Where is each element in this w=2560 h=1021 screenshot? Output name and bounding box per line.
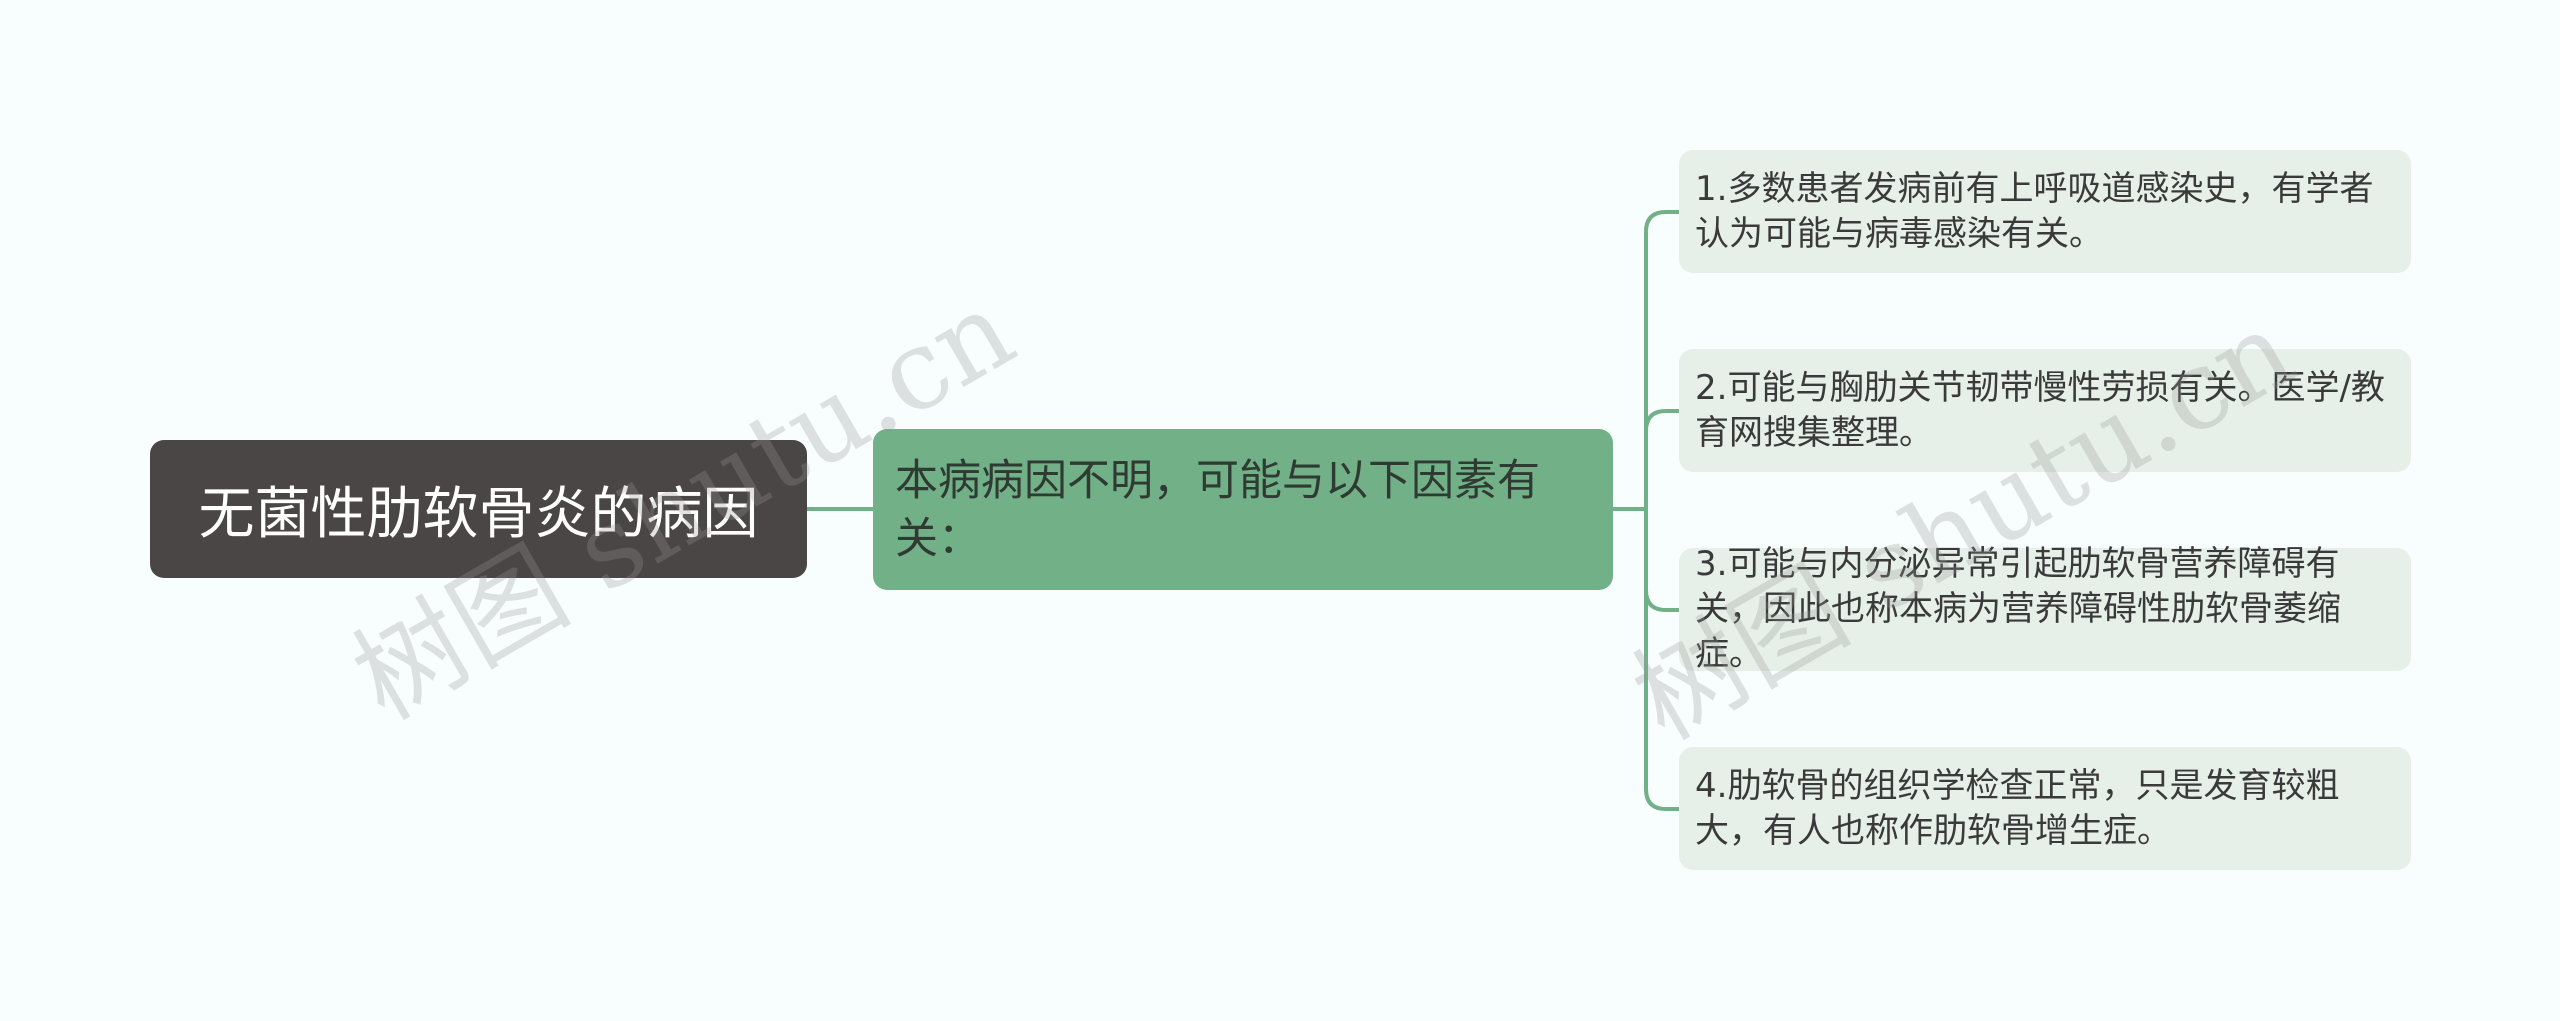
leaf-2-connector [1644, 409, 1681, 433]
leaf-topic-node[interactable]: 1.多数患者发病前有上呼吸道感染史，有学者认为可能与病毒感染有关。 [1679, 150, 2411, 273]
leaf-4-connector [1644, 507, 1681, 811]
leaf-topic-label: 2.可能与胸肋关节韧带慢性劳损有关。医学/教育网搜集整理。 [1695, 367, 2385, 453]
branch-topic-node[interactable]: 本病病因不明，可能与以下因素有关： [873, 429, 1613, 590]
root-topic-node[interactable]: 无菌性肋软骨炎的病因 [150, 440, 807, 578]
leaf-topic-label: 4.肋软骨的组织学检查正常，只是发育较粗大，有人也称作肋软骨增生症。 [1695, 765, 2340, 851]
leaf-topic-label: 3.可能与内分泌异常引起肋软骨营养障碍有关，因此也称本病为营养障碍性肋软骨萎缩症… [1695, 544, 2341, 674]
root-topic-label: 无菌性肋软骨炎的病因 [198, 481, 759, 547]
leaf-3-connector [1644, 588, 1681, 612]
leaf-topic-label: 1.多数患者发病前有上呼吸道感染史，有学者认为可能与病毒感染有关。 [1695, 168, 2374, 254]
branch-topic-label: 本病病因不明，可能与以下因素有关： [895, 455, 1540, 564]
leaf-topic-node[interactable]: 2.可能与胸肋关节韧带慢性劳损有关。医学/教育网搜集整理。 [1679, 349, 2411, 472]
leaf-topic-node[interactable]: 4.肋软骨的组织学检查正常，只是发育较粗大，有人也称作肋软骨增生症。 [1679, 747, 2411, 870]
leaf-1-connector [1644, 210, 1681, 511]
leaf-topic-node[interactable]: 3.可能与内分泌异常引起肋软骨营养障碍有关，因此也称本病为营养障碍性肋软骨萎缩症… [1679, 544, 2411, 674]
